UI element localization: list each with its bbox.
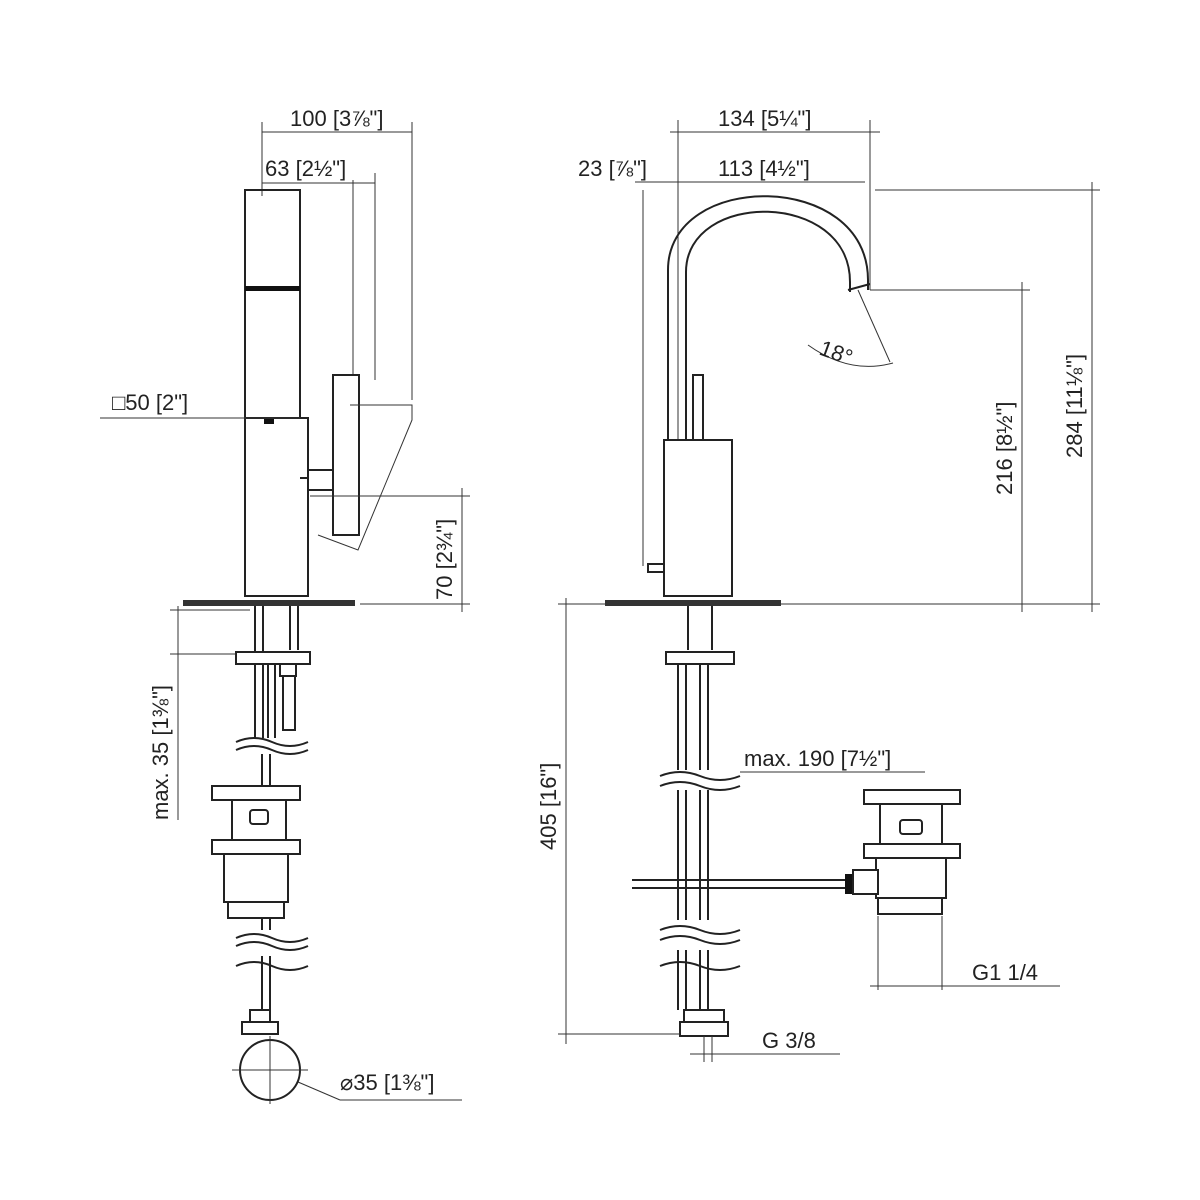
dim-supply-thread: G 3/8 [762, 1028, 816, 1053]
dim-spout-reach-total: 134 [5¼"] [718, 106, 811, 131]
dim-waste-thread: G1 1/4 [972, 960, 1038, 985]
dim-spout-reach: 113 [4½"] [718, 156, 810, 181]
dim-outlet-height: 216 [8½"] [992, 402, 1017, 495]
front-view-labels: 134 [5¼"] 113 [4½"] 23 [⅞"] 18° 216 [8½"… [536, 106, 1087, 1053]
side-view [100, 122, 470, 1104]
dim-hole-diameter: ⌀35 [1⅜"] [340, 1070, 434, 1095]
dim-total-height: 284 [11⅛"] [1062, 354, 1087, 458]
dim-body-width: 63 [2½"] [265, 156, 346, 181]
dim-deck-thickness: max. 35 [1⅜"] [148, 685, 173, 820]
dim-square-body: □50 [2"] [112, 390, 188, 415]
dim-hose-length: 405 [16"] [536, 763, 561, 850]
dim-overall-width: 100 [3⅞"] [290, 106, 383, 131]
front-view [558, 120, 1100, 1062]
dim-lever-height: 70 [2¾"] [432, 519, 457, 600]
dim-rod-length: max. 190 [7½"] [744, 746, 891, 771]
dim-offset: 23 [⅞"] [578, 156, 647, 181]
side-view-labels: 100 [3⅞"] 63 [2½"] □50 [2"] 70 [2¾"] max… [112, 106, 457, 1095]
